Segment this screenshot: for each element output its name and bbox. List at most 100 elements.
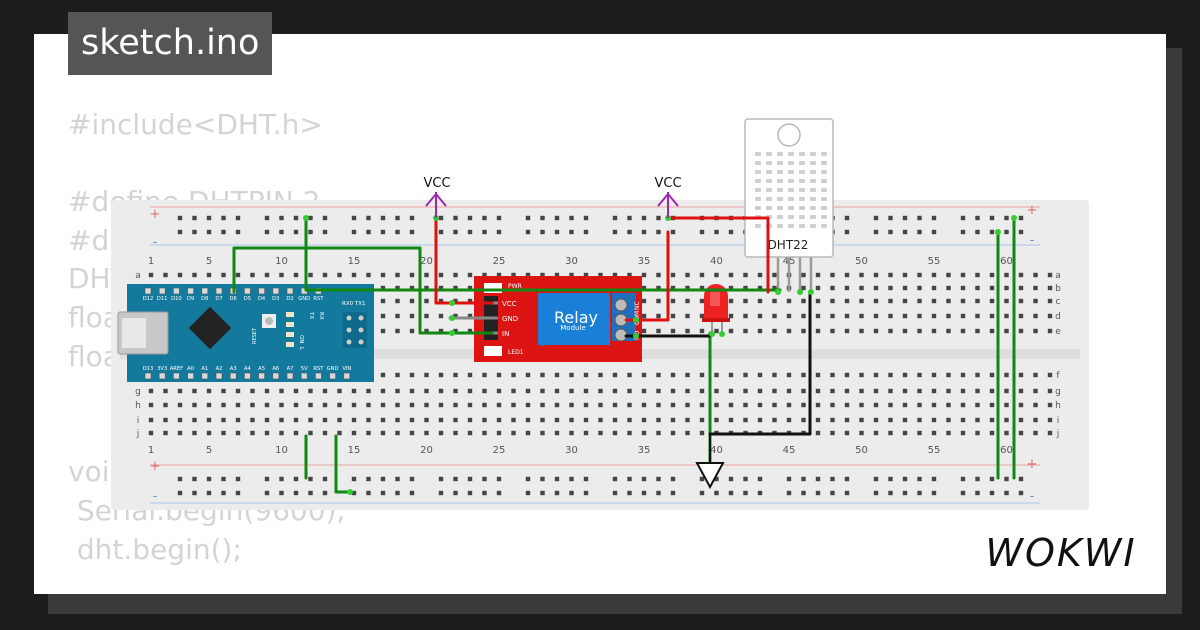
column-number: 40 — [710, 256, 723, 267]
row-letter: g — [135, 387, 141, 397]
arduino-pin-label: A7 — [287, 366, 294, 372]
arduino-pin-label: A5 — [258, 366, 265, 372]
column-number: 25 — [493, 256, 506, 267]
row-letter: e — [1055, 327, 1061, 337]
arduino-pin-label: D3 — [272, 296, 279, 302]
wire-bottom-left-2 — [334, 434, 352, 494]
rail-minus-bottom-left: - — [153, 489, 158, 504]
wire-dht-gnd — [708, 290, 812, 436]
dht22-label: DHT22 — [768, 238, 809, 252]
arduino-pin-label: D13 — [143, 366, 154, 372]
wire-d7-to-relay-in — [232, 246, 494, 335]
row-letter: c — [1056, 297, 1061, 307]
relay-pwr-label: PWR — [508, 283, 522, 290]
column-number: 60 — [1000, 445, 1013, 456]
wire-vcc-to-relay-vcc — [434, 216, 494, 305]
column-number: 5 — [206, 445, 212, 456]
rail-minus-top-left: - — [153, 235, 158, 250]
arduino-pin-label: D9 — [187, 296, 194, 302]
wokwi-logo: WOKWI — [968, 518, 1154, 588]
wokwi-logo-text: WOKWI — [985, 531, 1136, 575]
row-letter: a — [135, 271, 141, 281]
arduino-led-label: ON — [298, 335, 304, 343]
row-letter: i — [137, 416, 140, 426]
column-number: 15 — [348, 445, 361, 456]
column-number: 35 — [638, 445, 651, 456]
sketch-file-tab[interactable]: sketch.ino — [68, 12, 273, 75]
column-number: 15 — [348, 256, 361, 267]
connection-points — [303, 215, 1017, 495]
vcc-symbol-1: VCC — [423, 176, 451, 218]
column-number: 30 — [565, 445, 578, 456]
arduino-rx-tx-label: RX0 TX1 — [342, 301, 365, 307]
arduino-pin-label: D5 — [244, 296, 251, 302]
vcc-label-1: VCC — [423, 176, 450, 191]
rail-minus-top-right: - — [1030, 233, 1035, 248]
row-letter: h — [135, 401, 141, 411]
row-letter: g — [1055, 387, 1061, 397]
column-number: 50 — [855, 445, 868, 456]
column-number: 1 — [148, 445, 154, 456]
column-number: 20 — [420, 445, 433, 456]
arduino-pin-label: D6 — [230, 296, 237, 302]
rail-minus-bottom-right: - — [1030, 489, 1035, 504]
arduino-reset-label: RESET — [252, 327, 258, 344]
row-letter: a — [1055, 271, 1061, 281]
arduino-pin-label: GND — [327, 366, 339, 372]
arduino-led-label: TX — [308, 311, 314, 319]
arduino-pin-label: A4 — [244, 366, 252, 372]
relay-terminal-label: NC — [634, 301, 641, 310]
wires — [232, 216, 1016, 494]
column-number: 10 — [275, 445, 288, 456]
arduino-pin-headers — [144, 287, 351, 380]
wire-vcc-to-dht — [666, 216, 770, 294]
arduino-pin-label: D8 — [201, 296, 208, 302]
rail-plus-top-right: + — [1027, 203, 1038, 218]
arduino-pin-label: GND — [298, 296, 310, 302]
arduino-pin-label: A2 — [216, 366, 223, 372]
rail-plus-bottom-left: + — [150, 459, 161, 474]
dht22-vent-grid — [755, 152, 827, 228]
arduino-pin-label: D4 — [258, 296, 266, 302]
relay-led-label: LED1 — [508, 349, 524, 356]
arduino-pin-label: D12 — [143, 296, 154, 302]
relay-pin-label: GND — [502, 315, 518, 323]
arduino-pin-label: AREF — [170, 366, 183, 372]
rail-plus-top-left: + — [150, 207, 161, 222]
relay-pin-label: IN — [502, 330, 509, 338]
arduino-pin-label: A6 — [272, 366, 279, 372]
column-number: 35 — [638, 256, 651, 267]
arduino-pin-label: D7 — [215, 296, 222, 302]
arduino-pin-label: D2 — [286, 296, 293, 302]
arduino-led-label: RX — [318, 312, 324, 320]
red-led[interactable] — [702, 284, 730, 333]
icsp-header — [346, 315, 364, 345]
column-number: 1 — [148, 256, 154, 267]
wire-relay-com — [624, 230, 670, 322]
relay-pin-label: VCC — [502, 300, 517, 308]
column-number: 5 — [206, 256, 212, 267]
ground-symbol — [695, 434, 725, 490]
arduino-pin-label: RST — [313, 366, 324, 372]
arduino-pin-label: 5V — [301, 366, 308, 372]
column-number: 55 — [928, 445, 941, 456]
row-letter: b — [1055, 284, 1061, 294]
rail-plus-bottom-right: + — [1027, 457, 1038, 472]
column-number: 20 — [420, 256, 433, 267]
column-number: 30 — [565, 256, 578, 267]
vcc-label-2: VCC — [654, 176, 681, 191]
column-number: 10 — [275, 256, 288, 267]
column-number: 50 — [855, 256, 868, 267]
row-letter: d — [1055, 312, 1061, 322]
arduino-pin-label: D10 — [171, 296, 182, 302]
arduino-pin-label: A3 — [230, 366, 237, 372]
column-number: 60 — [1000, 256, 1013, 267]
column-number: 45 — [783, 445, 796, 456]
arduino-pin-label: A0 — [187, 366, 194, 372]
column-number: 55 — [928, 256, 941, 267]
